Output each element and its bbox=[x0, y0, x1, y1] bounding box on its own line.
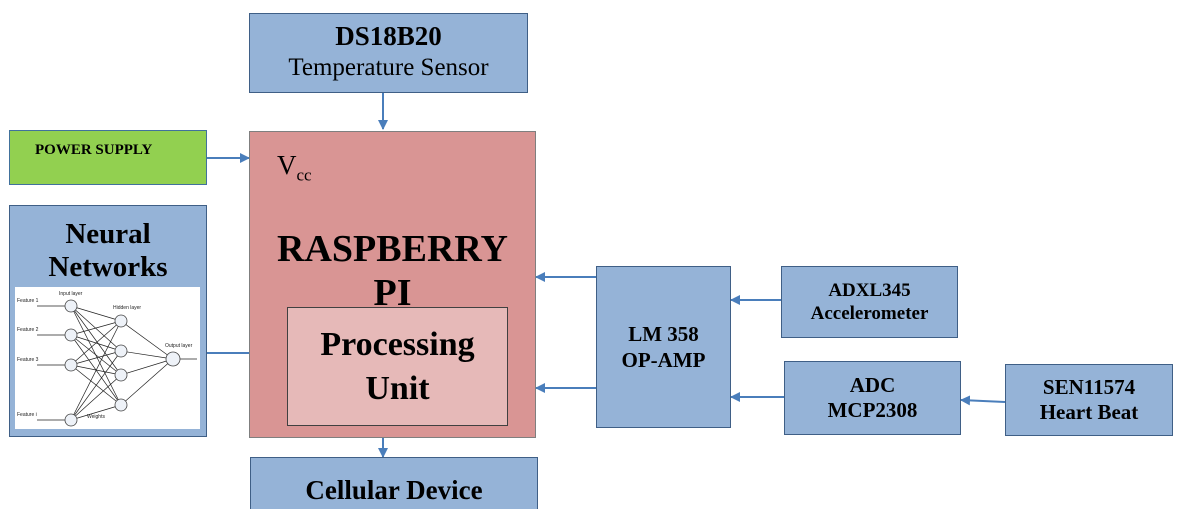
nn-featurei-label: Feature i bbox=[17, 412, 37, 418]
raspberry-pi-title-line1: RASPBERRY bbox=[277, 228, 508, 270]
nn-output-layer-label: Output layer bbox=[165, 343, 193, 349]
cellular-device-label: Cellular Device bbox=[305, 475, 483, 505]
nn-feature1-label: Feature 1 bbox=[17, 298, 39, 304]
adxl345-line1: ADXL345 bbox=[828, 280, 911, 301]
ds18b20-subtitle: Temperature Sensor bbox=[288, 54, 489, 81]
lm358-line1: LM 358 bbox=[628, 322, 699, 346]
vcc-label: Vcc bbox=[277, 150, 312, 185]
processing-unit-line1: Processing bbox=[320, 325, 475, 363]
adc-line2: MCP2308 bbox=[827, 398, 918, 422]
vcc-main: V bbox=[277, 150, 297, 180]
nn-input-layer-label: Input layer bbox=[59, 291, 83, 297]
sen11574-box: SEN11574 Heart Beat bbox=[1005, 364, 1173, 436]
ds18b20-title: DS18B20 bbox=[335, 21, 442, 51]
neural-networks-line2: Networks bbox=[48, 251, 168, 283]
sen11574-line1: SEN11574 bbox=[1042, 375, 1136, 399]
nn-feature3-label: Feature 3 bbox=[17, 357, 39, 363]
neural-networks-line1: Neural bbox=[65, 218, 151, 250]
sen11574-line2: Heart Beat bbox=[1039, 400, 1139, 424]
lm358-box: LM 358 OP-AMP bbox=[596, 266, 731, 428]
cellular-device-box: Cellular Device bbox=[250, 457, 538, 509]
vcc-subscript: cc bbox=[296, 165, 312, 185]
power-supply-box: POWER SUPPLY bbox=[9, 130, 207, 185]
nn-feature2-label: Feature 2 bbox=[17, 327, 39, 333]
nn-hidden-layer-label: Hidden layer bbox=[113, 305, 141, 311]
lm358-line2: OP-AMP bbox=[621, 348, 706, 372]
ds18b20-box: DS18B20 Temperature Sensor bbox=[249, 13, 528, 93]
adc-box: ADC MCP2308 bbox=[784, 361, 961, 435]
nn-weights-label: Weights bbox=[87, 414, 105, 420]
adc-line1: ADC bbox=[849, 373, 896, 397]
power-supply-label: POWER SUPPLY bbox=[35, 142, 153, 158]
adxl345-box: ADXL345 Accelerometer bbox=[781, 266, 958, 338]
arrow-sen-to-adc bbox=[960, 395, 1006, 406]
neural-network-diagram-image: Input layer Hidden layer Output layer Fe… bbox=[15, 287, 200, 429]
processing-unit-line2: Unit bbox=[365, 369, 430, 407]
adxl345-line2: Accelerometer bbox=[810, 303, 929, 324]
processing-unit-box: Processing Unit bbox=[287, 307, 508, 426]
